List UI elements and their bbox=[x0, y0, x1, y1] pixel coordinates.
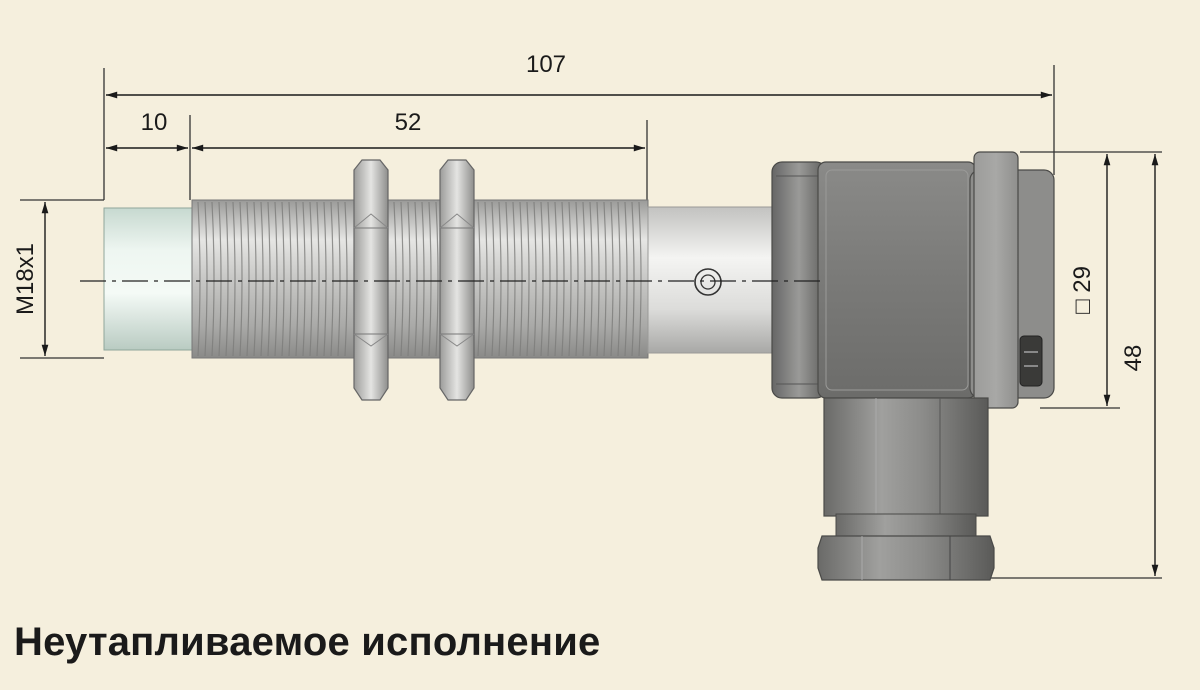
thread-ridge bbox=[491, 201, 495, 357]
dim-connector-square: □ 29 bbox=[1069, 266, 1096, 314]
thread-ridge bbox=[344, 201, 348, 357]
thread-ridge bbox=[540, 201, 544, 357]
thread-ridge bbox=[239, 201, 243, 357]
thread-ridge bbox=[526, 201, 530, 357]
dim-connector-height: 48 bbox=[1120, 345, 1147, 372]
thread-ridge bbox=[421, 201, 425, 357]
thread-ridge bbox=[316, 201, 320, 357]
thread-ridge bbox=[260, 201, 264, 357]
thread-ridge bbox=[323, 201, 327, 357]
thread-ridge bbox=[267, 201, 271, 357]
thread-ridge bbox=[575, 201, 579, 357]
extension-lines bbox=[20, 65, 1162, 579]
sensor-neck bbox=[647, 206, 777, 354]
thread-ridge bbox=[428, 201, 432, 357]
thread-ridge bbox=[484, 201, 488, 357]
thread-ridge bbox=[225, 201, 229, 357]
thread-ridge bbox=[582, 201, 586, 357]
thread-ridge bbox=[533, 201, 537, 357]
sensing-face bbox=[103, 207, 193, 351]
thread-ridge bbox=[393, 201, 397, 357]
thread-ridge bbox=[274, 201, 278, 357]
thread-ridge bbox=[232, 201, 236, 357]
thread-ridge bbox=[330, 201, 334, 357]
thread-ridge bbox=[477, 201, 481, 357]
connector-cap bbox=[969, 151, 1055, 409]
thread-ridge bbox=[281, 201, 285, 357]
thread-ridge bbox=[498, 201, 502, 357]
thread-ridge bbox=[295, 201, 299, 357]
thread-ridge bbox=[638, 201, 642, 357]
thread-ridge bbox=[512, 201, 516, 357]
thread-ridge bbox=[288, 201, 292, 357]
thread-ridge bbox=[568, 201, 572, 357]
thread-ridge bbox=[435, 201, 439, 357]
dim-face-length: 10 bbox=[141, 109, 168, 136]
thread-ridge bbox=[561, 201, 565, 357]
dimension-lines bbox=[41, 91, 1159, 577]
dim-thread-length: 52 bbox=[395, 109, 422, 136]
thread-ridge bbox=[211, 201, 215, 357]
thread-ridge bbox=[554, 201, 558, 357]
thread-ridge bbox=[547, 201, 551, 357]
thread-ridge bbox=[589, 201, 593, 357]
thread-ridge bbox=[204, 201, 208, 357]
lock-nut-right bbox=[439, 159, 475, 401]
thread-ridge bbox=[610, 201, 614, 357]
thread-ridge bbox=[302, 201, 306, 357]
thread-ridge bbox=[400, 201, 404, 357]
dim-thread-size: M18x1 bbox=[12, 243, 39, 315]
thread-ridge bbox=[218, 201, 222, 357]
thread-ridge bbox=[337, 201, 341, 357]
dim-overall-length: 107 bbox=[526, 51, 566, 78]
thread-ridge bbox=[624, 201, 628, 357]
cable-gland bbox=[817, 397, 995, 581]
threaded-barrel bbox=[191, 199, 649, 359]
lock-nut-left bbox=[353, 159, 389, 401]
neck-screw bbox=[694, 268, 722, 296]
thread-ridge bbox=[505, 201, 509, 357]
thread-ridge bbox=[246, 201, 250, 357]
connector-housing bbox=[771, 161, 977, 399]
thread-ridge bbox=[603, 201, 607, 357]
thread-ridge bbox=[414, 201, 418, 357]
thread-ridge bbox=[519, 201, 523, 357]
thread-ridge bbox=[197, 201, 201, 357]
thread-ridge bbox=[309, 201, 313, 357]
drawing-caption: Неутапливаемое исполнение bbox=[14, 620, 601, 664]
thread-ridge bbox=[407, 201, 411, 357]
thread-ridge bbox=[617, 201, 621, 357]
thread-ridge bbox=[631, 201, 635, 357]
thread-ridge bbox=[596, 201, 600, 357]
thread-ridge bbox=[253, 201, 257, 357]
